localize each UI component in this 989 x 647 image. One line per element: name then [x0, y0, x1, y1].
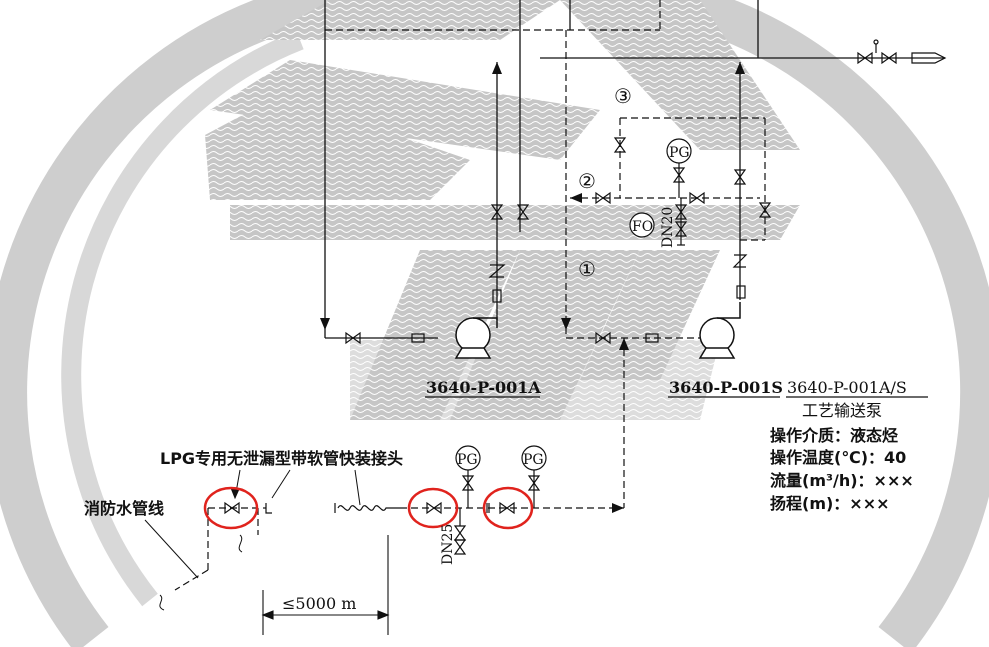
leader-lines: [144, 469, 361, 611]
pump-a-tag: 3640-P-001A: [426, 378, 541, 397]
pump-s-tag: 3640-P-001S: [669, 378, 783, 397]
highlight-valve-2: [407, 487, 459, 529]
valve-symbols: [224, 39, 947, 555]
pump-head: 扬程(m)：×××: [770, 494, 890, 513]
highlight-marks: [203, 486, 534, 530]
circle-label-1: ①: [578, 257, 596, 281]
pump-set-tag: 3640-P-001A/S: [787, 378, 907, 397]
highlight-valve-1: [203, 486, 259, 530]
process-piping: [324, 0, 945, 339]
dn25-label: DN25: [440, 524, 456, 565]
distance-label: ≤5000 m: [282, 594, 356, 613]
pump-a: [454, 317, 498, 359]
circle-label-3: ③: [614, 84, 632, 108]
circle-label-2: ②: [578, 169, 596, 193]
pressure-gauge-top: [666, 138, 692, 198]
hose-connector: [263, 503, 490, 514]
drain-line: [459, 198, 685, 526]
dn20-label: DN20: [660, 207, 676, 248]
fire-water-label: 消防水管线: [84, 499, 164, 518]
highlight-valve-3: [482, 486, 534, 530]
text-labels: ③ ② ① PG FO DN20 PG PG DN25 3640-P-001A …: [84, 84, 914, 613]
pump-name: 工艺输送泵: [802, 401, 882, 420]
flow-arrows: [320, 62, 745, 513]
pump-flow: 流量(m³/h)：×××: [770, 471, 914, 490]
pump-temperature: 操作温度(℃)：40: [770, 448, 906, 467]
pressure-gauge-bottom-1: [455, 445, 481, 508]
fo-label: FO: [632, 219, 653, 235]
lpg-connector-label: LPG专用无泄漏型带软管快装接头: [160, 449, 403, 468]
flow-orifice: [629, 212, 655, 238]
pg-bottom-label-1: PG: [457, 452, 478, 468]
pg-top-label: PG: [669, 145, 690, 161]
pump-s: [698, 302, 741, 359]
dashed-lines: [174, 0, 766, 591]
pump-medium: 操作介质：液态烃: [770, 426, 898, 445]
pressure-gauge-bottom-2: [521, 445, 547, 508]
dimension-line: [261, 535, 390, 635]
pg-bottom-label-2: PG: [523, 452, 544, 468]
